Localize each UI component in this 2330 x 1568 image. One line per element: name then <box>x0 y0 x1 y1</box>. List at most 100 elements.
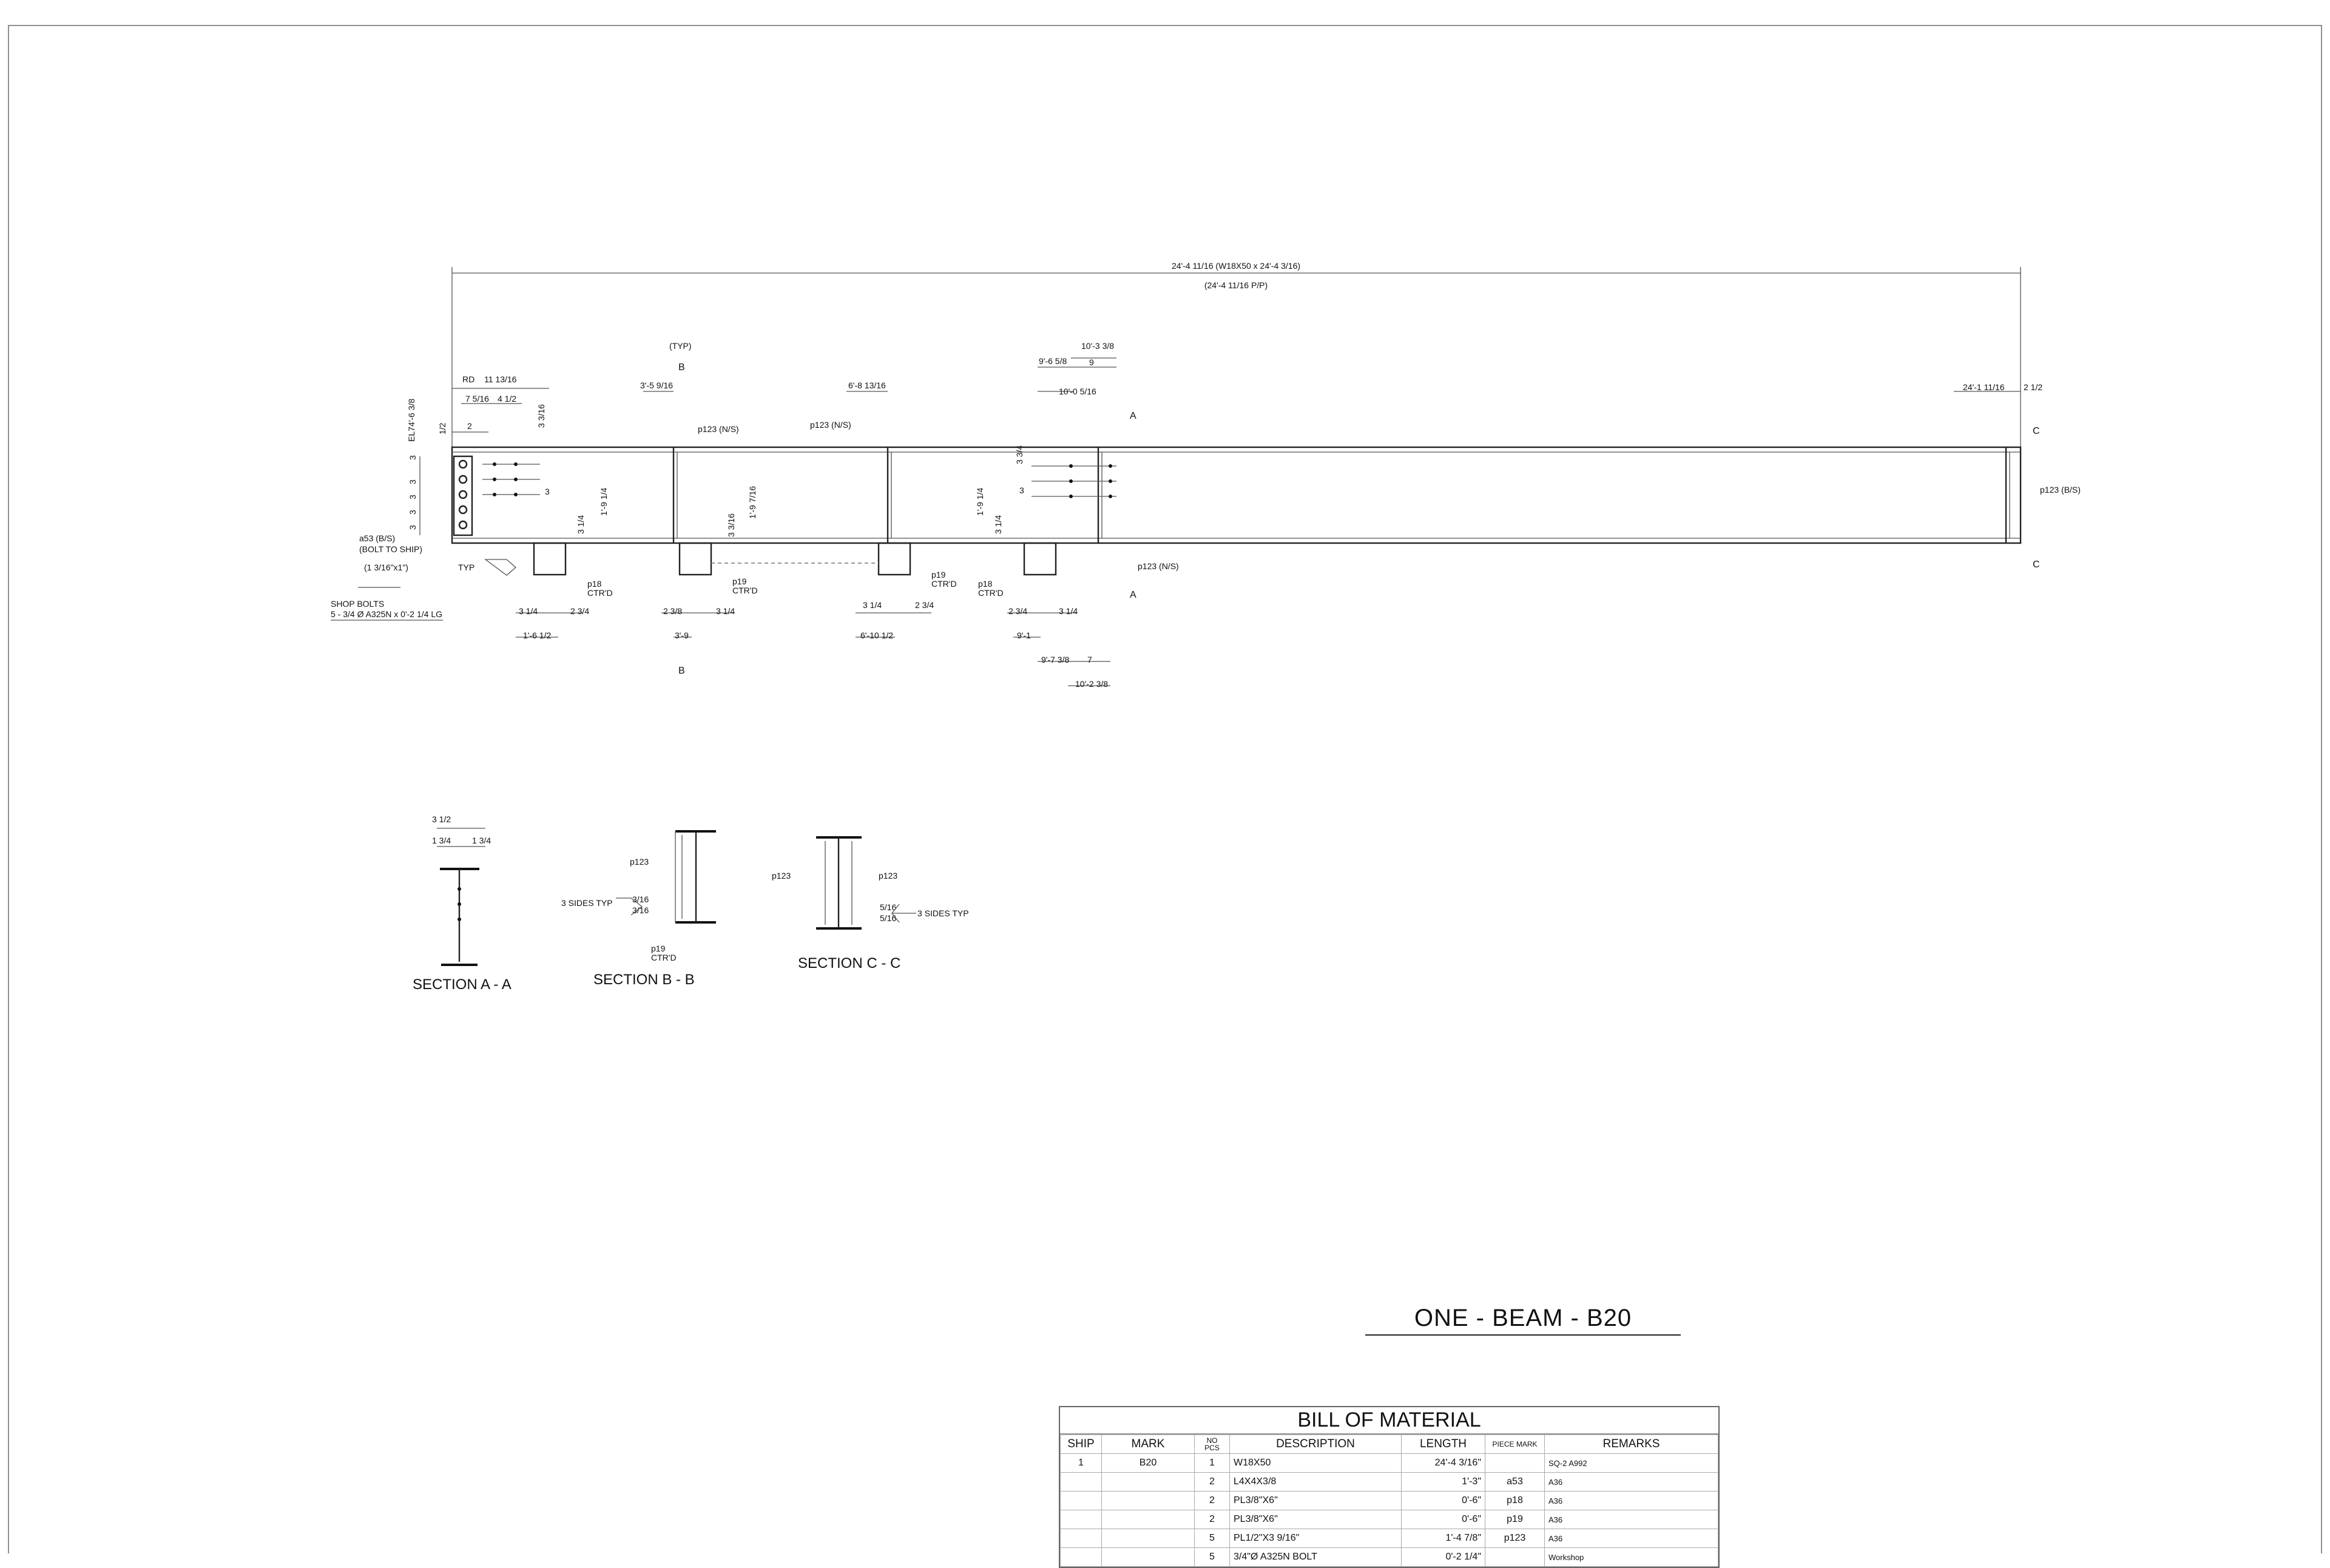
sec-aa-dim-1: 3 1/2 <box>432 814 451 824</box>
bom-cell: B20 <box>1101 1453 1195 1473</box>
bom-header-row: SHIP MARK NO PCS DESCRIPTION LENGTH PIEC… <box>1060 1435 1718 1454</box>
dim-bottom-8: 2 3/4 <box>915 600 934 610</box>
plate-p18-left <box>533 542 567 576</box>
dim-bottom-11: 3 1/4 <box>1059 606 1078 616</box>
bom-cell <box>1060 1491 1102 1510</box>
label-p123-ns-3: p123 (N/S) <box>1138 561 1179 571</box>
bom-cell <box>1485 1453 1545 1473</box>
sec-cc-p123-right: p123 <box>879 871 897 880</box>
label-bolt-to-ship: (BOLT TO SHIP) <box>359 544 422 554</box>
section-marker-c-bottom: C <box>2033 559 2040 570</box>
bom-cell <box>1485 1547 1545 1567</box>
sec-bb-weld-size-1: 3/16 <box>632 894 649 904</box>
dim-vert-7: 3 1/4 <box>993 515 1003 534</box>
dim-left-2: 3 <box>408 479 417 484</box>
dim-bottom-7: 3 1/4 <box>863 600 882 610</box>
table-row: 2 PL3/8"X6" 0'-6" p19 A36 <box>1060 1510 1718 1529</box>
dim-bottom-5: 3 1/4 <box>716 606 735 616</box>
bom-cell <box>1101 1491 1195 1510</box>
dim-left-5: 3 <box>408 525 417 530</box>
label-typ: TYP <box>458 563 474 572</box>
top-dimensions: RD 11 13/16 7 5/16 4 1/2 2 3 3/16 1/2 EL… <box>407 341 2042 442</box>
bom-cell: a53 <box>1485 1472 1545 1492</box>
label-shop-bolts-spec: 5 - 3/4 Ø A325N x 0'-2 1/4 LG <box>331 609 442 619</box>
dim-left-4: 3 <box>408 510 417 515</box>
bom-cell: 5 <box>1194 1547 1230 1567</box>
bom-cell: PL3/8"X6" <box>1229 1491 1402 1510</box>
section-marker-b-bottom: B <box>678 666 685 676</box>
dim-top-8: 3'-5 9/16 <box>640 380 673 390</box>
dim-vert-3: 3 3/16 <box>726 513 736 537</box>
label-a53: a53 (B/S) <box>359 533 395 543</box>
section-c-c-title: SECTION C - C <box>798 955 900 972</box>
overall-pp-text: (24'-4 11/16 P/P) <box>1204 280 1268 290</box>
label-p18-right: p18 <box>978 579 993 589</box>
bom-cell <box>1060 1547 1102 1567</box>
dim-bottom-1: 3 1/4 <box>519 606 538 616</box>
dim-vert-4: 1'-9 7/16 <box>748 486 757 519</box>
dim-top-5: 3 3/16 <box>536 404 546 428</box>
table-row: 1 B20 1 W18X50 24'-4 3/16" SQ-2 A992 <box>1060 1453 1718 1473</box>
sec-cc-weld-note: 3 SIDES TYP <box>917 908 969 918</box>
dim-bottom-6: 3'-9 <box>675 630 689 640</box>
label-p123-ns-2: p123 (N/S) <box>810 420 851 430</box>
bom-cell: 1 <box>1194 1453 1230 1473</box>
bom-cell: 1 <box>1060 1453 1102 1473</box>
dim-rd: RD <box>462 374 474 384</box>
dim-top-1: 11 13/16 <box>484 374 517 384</box>
bom-cell: 5 <box>1194 1529 1230 1548</box>
dim-top-14: 24'-1 11/16 <box>1963 382 2005 392</box>
dim-bottom-14: 7 <box>1087 655 1092 664</box>
dim-bottom-10: 2 3/4 <box>1008 606 1027 616</box>
weld-symbol-icon <box>484 559 516 576</box>
dim-top-4: 2 <box>467 421 472 431</box>
dim-bottom-12: 9'-1 <box>1017 630 1031 640</box>
bom-cell: 2 <box>1194 1472 1230 1492</box>
bom-cell: 2 <box>1194 1510 1230 1529</box>
section-marker-a-top: A <box>1130 411 1136 421</box>
section-a-a: 3 1/2 1 3/4 1 3/4 SECTION A - A <box>413 814 512 993</box>
bottom-dimensions: 3 1/4 2 3/4 1'-6 1/2 2 3/8 3 1/4 3'-9 3 … <box>516 600 1110 689</box>
label-ctrd-1: CTR'D <box>587 588 613 598</box>
sec-bb-p19: p19 <box>651 944 666 953</box>
label-ctrd-2: CTR'D <box>732 586 758 595</box>
bom-cell: A36 <box>1544 1510 1718 1529</box>
bom-cell <box>1101 1547 1195 1567</box>
sec-cc-weld-size-2: 5/16 <box>880 913 896 923</box>
sec-aa-dim-2: 1 3/4 <box>432 836 451 845</box>
sec-cc-p123-left: p123 <box>772 871 791 880</box>
dim-bottom-9: 6'-10 1/2 <box>860 630 893 640</box>
dim-top-9: 6'-8 13/16 <box>848 380 886 390</box>
sec-bb-p123: p123 <box>630 857 649 867</box>
plate-p19-left <box>678 542 712 576</box>
section-marker-a-bottom: A <box>1130 590 1136 600</box>
bom-cell: p123 <box>1485 1529 1545 1548</box>
dim-vert-8: 1'-9 1/4 <box>975 488 985 516</box>
dim-bottom-4: 2 3/8 <box>663 606 682 616</box>
bom-header-no-pcs: NO PCS <box>1194 1435 1230 1454</box>
dim-bottom-2: 2 3/4 <box>570 606 589 616</box>
drawing-title: ONE - BEAM - B20 <box>1365 1305 1681 1336</box>
bom-cell: SQ-2 A992 <box>1544 1453 1718 1473</box>
bom-cell: W18X50 <box>1229 1453 1402 1473</box>
section-markers: (TYP) B B A A C C <box>669 341 2040 676</box>
bom-cell: Workshop <box>1544 1547 1718 1567</box>
section-marker-c-top: C <box>2033 426 2040 436</box>
bom-table: SHIP MARK NO PCS DESCRIPTION LENGTH PIEC… <box>1060 1435 1718 1567</box>
label-ctrd-4: CTR'D <box>978 588 1004 598</box>
dim-top-2: 7 5/16 <box>465 394 489 404</box>
bom-cell <box>1060 1510 1102 1529</box>
angle-a53 <box>453 455 473 536</box>
bom-cell: L4X4X3/8 <box>1229 1472 1402 1492</box>
bom-header-remarks: REMARKS <box>1544 1435 1718 1454</box>
bom-cell: 1'-3" <box>1401 1472 1485 1492</box>
bom-cell: 1'-4 7/8" <box>1401 1529 1485 1548</box>
bom-header-description: DESCRIPTION <box>1229 1435 1402 1454</box>
label-ctrd-3: CTR'D <box>931 579 957 589</box>
bom-cell <box>1060 1472 1102 1492</box>
bom-cell <box>1101 1472 1195 1492</box>
left-dimensions: 3 3 3 3 3 <box>408 455 420 535</box>
dim-top-11: 10'-3 3/8 <box>1081 341 1114 351</box>
plate-p18-right <box>1023 542 1057 576</box>
dim-vert-5: 3 3/4 <box>1015 445 1024 464</box>
